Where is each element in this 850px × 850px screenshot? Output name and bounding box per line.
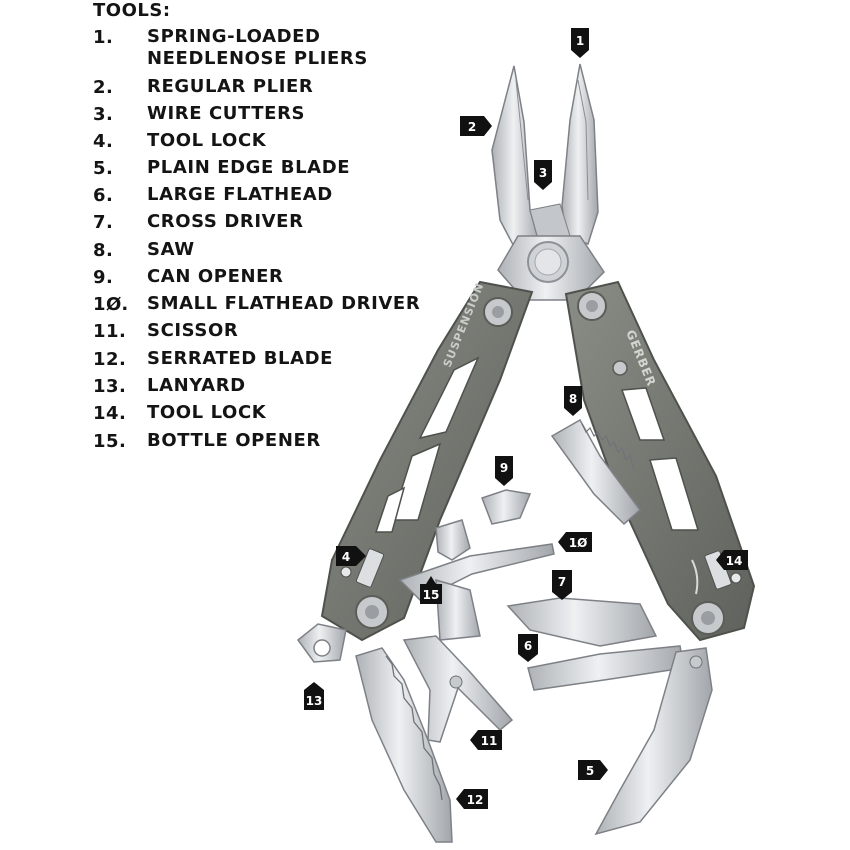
pivot [497, 235, 605, 301]
legend-number: 5. [93, 158, 114, 179]
saw [550, 418, 642, 526]
callout-1: 1 [571, 28, 589, 58]
legend-number: 15. [93, 431, 127, 452]
callout-13: 13 [304, 682, 324, 710]
callout-label: 8 [569, 392, 577, 406]
legend-number: 11. [93, 321, 127, 342]
legend-label: TOOL LOCK [147, 130, 267, 151]
callout-14: 14 [716, 550, 748, 570]
callout-label: 3 [539, 166, 547, 180]
legend-number: 3. [93, 104, 114, 125]
legend-number: 12. [93, 349, 127, 370]
plain-edge-blade [594, 647, 713, 836]
callout-6: 6 [518, 634, 538, 662]
legend-label: SMALL FLATHEAD DRIVER [147, 293, 421, 314]
legend-number: 7. [93, 212, 114, 233]
legend-number: 2. [93, 77, 114, 98]
legend-label: SAW [147, 239, 195, 260]
legend-number: 6. [93, 185, 114, 206]
legend-label: LARGE FLATHEAD [147, 184, 333, 205]
legend-label: SPRING-LOADED NEEDLENOSE PLIERS [147, 26, 368, 69]
legend-number: 1. [93, 27, 114, 48]
lanyard-ring [296, 623, 347, 663]
legend-label: REGULAR PLIER [147, 76, 314, 97]
callout-label: 4 [342, 550, 350, 564]
callout-label: 1Ø [569, 536, 588, 550]
left-handle: SUSPENSION [320, 281, 534, 642]
callout-label: 1 [576, 34, 584, 48]
callout-label: 14 [726, 554, 743, 568]
tools-legend: TOOLS: 1. SPRING-LOADED NEEDLENOSE PLIER… [0, 0, 470, 460]
callout-label: 2 [468, 120, 476, 134]
legend-heading: TOOLS: [93, 0, 171, 21]
legend-number: 4. [93, 131, 114, 152]
legend-label: SERRATED BLADE [147, 348, 334, 369]
callout-12: 12 [456, 789, 488, 809]
callout-label: 5 [586, 764, 594, 778]
callout-11: 11 [470, 730, 502, 750]
callout-5: 5 [578, 760, 608, 780]
callout-4: 4 [336, 546, 366, 566]
callout-label: 11 [481, 734, 498, 748]
serrated-blade [355, 647, 453, 843]
legend-label: BOTTLE OPENER [147, 430, 321, 451]
callout-15: 15 [420, 576, 442, 604]
callout-3: 3 [534, 160, 552, 190]
legend-label: CROSS DRIVER [147, 211, 304, 232]
callout-2: 2 [460, 116, 492, 136]
callout-label: 9 [500, 461, 508, 475]
legend-label: SCISSOR [147, 320, 239, 341]
callout-8: 8 [564, 386, 582, 416]
callout-label: 12 [467, 793, 484, 807]
callout-label: 7 [558, 575, 566, 589]
right-handle: GERBER [564, 280, 756, 642]
callout-9: 9 [495, 456, 513, 486]
legend-label: CAN OPENER [147, 266, 284, 287]
callout-10: 1Ø [558, 532, 592, 552]
legend-label: WIRE CUTTERS [147, 103, 306, 124]
legend-label: TOOL LOCK [147, 402, 267, 423]
legend-number: 14. [93, 403, 127, 424]
legend-number: 1Ø. [93, 294, 129, 315]
legend-label: PLAIN EDGE BLADE [147, 157, 351, 178]
callout-label: 13 [306, 694, 323, 708]
legend-label: LANYARD [147, 375, 246, 396]
callout-label: 6 [524, 639, 532, 653]
callout-label: 15 [423, 588, 440, 602]
legend-number: 9. [93, 267, 114, 288]
callout-7: 7 [552, 570, 572, 600]
legend-number: 8. [93, 240, 114, 261]
legend-number: 13. [93, 376, 127, 397]
